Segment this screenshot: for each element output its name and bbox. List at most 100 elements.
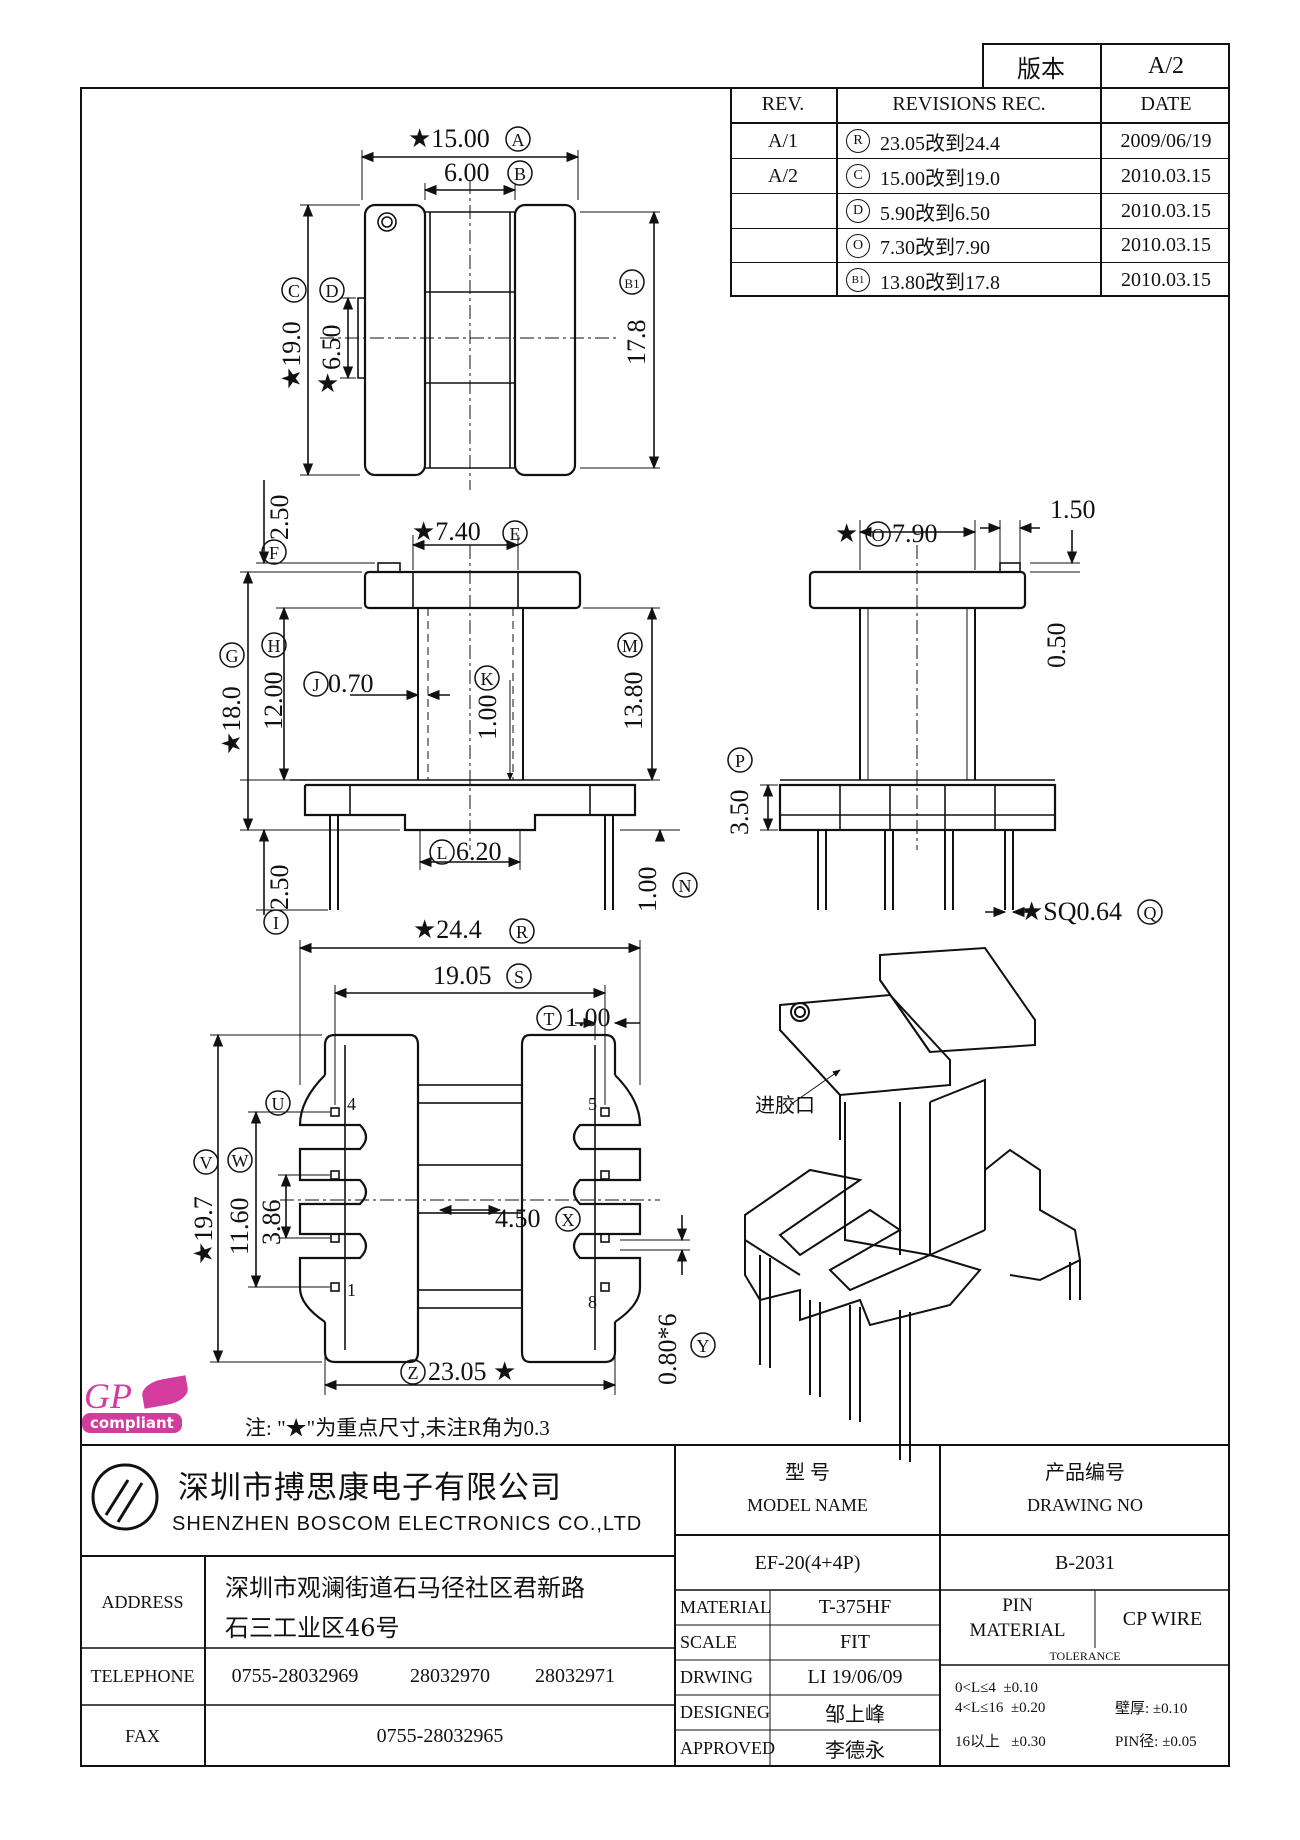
dim-bottom-pin-pitch: 0.80*6: [653, 1314, 682, 1386]
tolerance-2: 4<L≤16 ±0.20: [955, 1700, 1046, 1716]
mark-N: N: [672, 872, 698, 898]
mark-B: B: [507, 160, 533, 186]
mark-Z: Z: [400, 1359, 426, 1385]
drawing-border: [80, 87, 1230, 1767]
svg-text:A: A: [512, 130, 525, 150]
mark-C: C: [281, 277, 307, 303]
dim-front-inner: 12.00: [259, 672, 288, 731]
mark-V: V: [193, 1149, 219, 1175]
pin-label-line1: PIN: [1002, 1595, 1033, 1617]
compliant-badge: compliant: [82, 1413, 182, 1433]
dim-top-inner: 6.00: [444, 158, 490, 187]
dim-bottom-inner: 11.60: [225, 1197, 254, 1255]
mark-A: A: [505, 126, 531, 152]
version-value: A/2: [1148, 52, 1184, 79]
dim-top-slot: 6.50: [317, 325, 346, 371]
mark-Q: Q: [1137, 899, 1163, 925]
rec-cell: C 15.00改到19.0: [838, 159, 1100, 193]
wall-tolerance: 壁厚: ±0.10: [1115, 1701, 1188, 1717]
svg-text:Q: Q: [1144, 903, 1157, 923]
company-name-cn: 深圳市搏思康电子有限公司: [178, 1470, 562, 1506]
mark-circle: C: [846, 164, 870, 188]
rec-header: REVISIONS REC.: [892, 93, 1046, 115]
pin-label: 4: [347, 1094, 356, 1114]
svg-text:P: P: [735, 751, 745, 771]
mark-X: X: [555, 1206, 581, 1232]
mark-circle: D: [846, 199, 870, 223]
isometric-view: [744, 946, 1082, 1462]
dim-side-offset: 0.50: [1042, 623, 1071, 669]
company-logo: [91, 1463, 159, 1531]
designed-value: 邹上峰: [825, 1704, 885, 1726]
date-cell: 2010.03.15: [1121, 164, 1211, 187]
dim-side-pin: ★SQ0.64: [1020, 897, 1122, 926]
mark-F: F: [261, 539, 287, 565]
svg-text:L: L: [437, 843, 448, 863]
pin-label: 1: [347, 1280, 356, 1300]
svg-text:R: R: [516, 922, 528, 942]
dim-side-base: 3.50: [725, 790, 754, 836]
date-cell: 2010.03.15: [1121, 234, 1211, 256]
dim-side-flange: 1.50: [1050, 495, 1096, 524]
svg-text:E: E: [510, 524, 521, 544]
dim-front-top: 2.50: [265, 495, 294, 541]
top-view: [300, 150, 660, 490]
rec-cell: D 5.90改到6.50: [838, 194, 1100, 228]
mark-B1: B1: [619, 269, 645, 295]
mark-R: R: [509, 918, 535, 944]
svg-text:Y: Y: [697, 1336, 710, 1356]
drawing-by-label: DRWING: [680, 1667, 753, 1687]
mark-I: I: [263, 909, 289, 935]
mark-Y: Y: [690, 1332, 716, 1358]
dim-front-wall: 0.70: [328, 669, 374, 698]
side-view: [760, 520, 1080, 918]
dim-bottom-pitch: 19.05: [433, 961, 492, 990]
dim-bottom-core: 4.50: [495, 1204, 541, 1233]
drawing-label-en: DRAWING NO: [1026, 1494, 1144, 1515]
mark-circle: R: [846, 129, 870, 153]
mark-O: O: [865, 521, 891, 547]
designed-label: DESIGNEG: [680, 1702, 770, 1722]
bottom-view: [210, 940, 690, 1395]
pin-label: 8: [588, 1292, 597, 1312]
pin-material-label: PIN MATERIAL: [940, 1590, 1095, 1648]
dim-front-height: 13.80: [619, 672, 648, 731]
address-label: ADDRESS: [101, 1591, 184, 1612]
rec-text: 15.00改到19.0: [880, 167, 1000, 190]
date-cell: 2010.03.15: [1121, 199, 1211, 222]
mark-W: W: [227, 1147, 253, 1173]
drawing-label-cn: 产品编号: [1045, 1461, 1125, 1484]
dim-bottom-edge: 1.00: [565, 1003, 611, 1032]
svg-text:G: G: [226, 646, 239, 666]
approved-value: 李德永: [825, 1740, 885, 1762]
mark-T: T: [536, 1005, 562, 1031]
dim-bottom-height: ★19.7: [189, 1196, 218, 1265]
dim-top-depth: 17.8: [622, 320, 651, 366]
gp-logo-text: GP: [84, 1376, 132, 1416]
pin-material-value: CP WIRE: [1122, 1607, 1203, 1630]
dim-top-height: ★19.0: [277, 321, 306, 390]
dim-front-base: 6.20: [456, 837, 502, 866]
scale-value: FIT: [840, 1631, 870, 1653]
svg-text:T: T: [544, 1009, 555, 1029]
title-block-lines: [80, 1444, 1230, 1767]
model-label-cn: 型 号: [785, 1461, 830, 1484]
dim-front-core: ★7.40: [412, 517, 481, 546]
date-cell: 2009/06/19: [1120, 129, 1212, 152]
address-line1: 深圳市观澜街道石马径社区君新路: [225, 1574, 585, 1602]
mark-L: L: [429, 839, 455, 865]
svg-text:C: C: [288, 281, 300, 301]
dim-side-width: 7.90: [892, 519, 938, 548]
pin-tolerance: PIN径: ±0.05: [1115, 1734, 1197, 1750]
svg-text:U: U: [272, 1094, 285, 1114]
mark-E: E: [502, 520, 528, 546]
rec-text: 5.90改到6.50: [880, 202, 990, 225]
version-label: 版本: [1017, 56, 1065, 83]
material-value: T-375HF: [818, 1596, 892, 1618]
rec-text: 13.80改到17.8: [880, 271, 1000, 294]
pin-label: 5: [588, 1094, 597, 1114]
material-label: MATERIAL: [680, 1597, 771, 1617]
